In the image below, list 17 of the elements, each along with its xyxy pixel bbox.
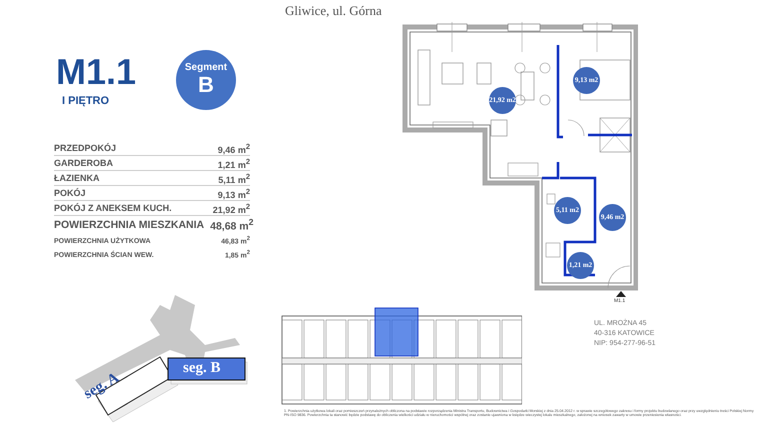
floor-label: I PIĘTRO <box>62 95 110 107</box>
room-name: ŁAZIENKA <box>54 173 100 183</box>
segment-label: seg. A <box>81 370 122 404</box>
room-name: POKÓJ Z ANEKSEM KUCH. <box>54 203 172 213</box>
room-area: 9,13 m$^{2}$ <box>218 186 250 200</box>
room-area: 21,92 m$^{2}$ <box>212 202 250 214</box>
segment-badge: Segment B <box>176 50 236 110</box>
room-name: GARDEROBA <box>54 158 114 168</box>
room-area: 9,46 m$^{2}$ <box>218 142 250 154</box>
room-name: POWIERZCHNIA MIESZKANIA <box>54 219 204 231</box>
apartment-title: M1.1 <box>56 54 136 90</box>
room-name: POKÓJ <box>54 188 86 198</box>
room-area: 48,68 m$^{2}$ <box>210 217 254 233</box>
room-area: 1,21 m$^{2}$ <box>218 156 250 170</box>
room-area: 5,11 m$^{2}$ <box>218 172 250 184</box>
room-name: PRZEDPOKÓJ <box>54 143 116 153</box>
location-text: Gliwice, ul. Górna <box>285 3 382 19</box>
